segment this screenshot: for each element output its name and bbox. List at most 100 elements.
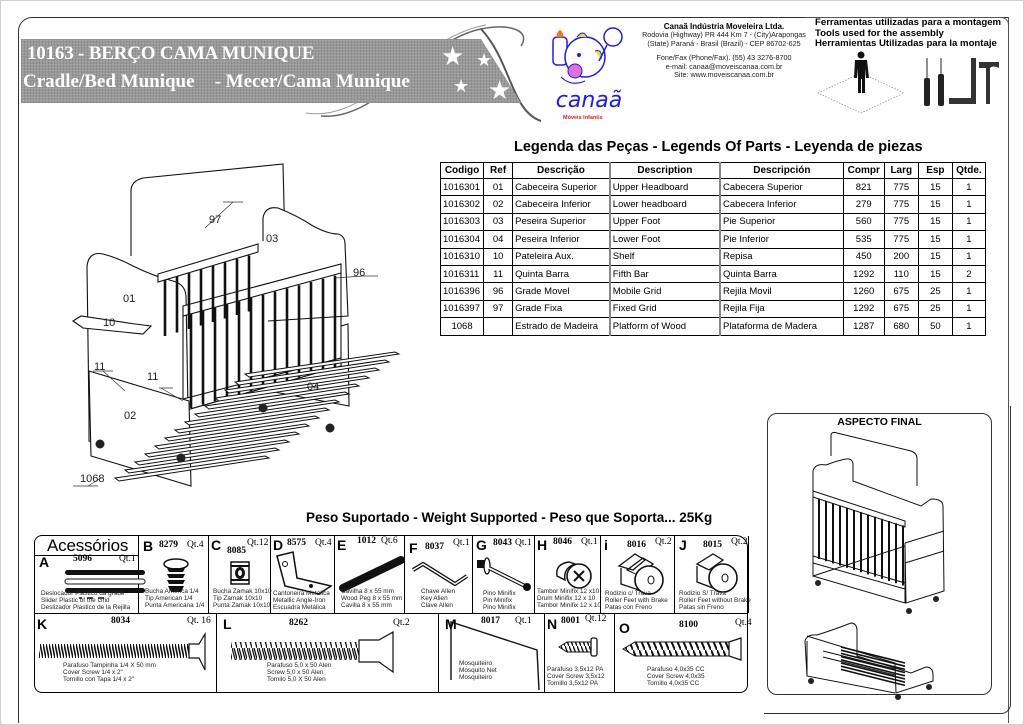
description-line: Wood Peg 8 x 55 mm: [341, 595, 403, 602]
description-line: Tip American 1/4: [145, 595, 193, 602]
table-cell: 775: [883, 230, 919, 249]
star-icon: ★: [441, 41, 465, 71]
canaa-logo: canaã Móveis Infantis: [552, 27, 623, 121]
table-cell: Mobile Grid: [608, 282, 721, 301]
table-cell: 96: [483, 282, 514, 301]
description-line: Slider Plastic of the Grid: [41, 597, 110, 604]
table-cell: 675: [883, 282, 919, 301]
part-label-02: 02: [124, 410, 137, 422]
wood-peg-icon: [337, 554, 407, 599]
table-cell: Peseira Inferior: [512, 230, 611, 249]
zamak-bushing-icon: [227, 556, 253, 595]
accessory-qty: Qt.1: [453, 538, 470, 548]
company-name: Canaã Indústria Moveleira Ltda.: [663, 22, 785, 31]
final-platform-slat: [840, 659, 906, 677]
column-header: Esp: [917, 162, 953, 179]
product-subtitle-en: Cradle/Bed Munique: [23, 71, 195, 92]
table-cell: Cabecera Superior: [718, 177, 844, 197]
table-cell: Shelf: [608, 247, 721, 266]
accessory-code: 8034: [111, 616, 130, 626]
platform-slat: [183, 399, 341, 426]
description-line: Cavilha 8 x 55 mm: [341, 588, 394, 595]
table-cell: 04: [483, 230, 514, 249]
column-header: Larg: [883, 162, 919, 179]
table-cell: 2: [951, 264, 987, 284]
table-cell: 15: [917, 195, 953, 214]
column-header: Ref: [483, 162, 514, 179]
platform-slat: [233, 359, 391, 386]
table-cell: Plataforma de Madera: [718, 317, 844, 336]
final-aspect-frame: [764, 406, 1011, 714]
tools-title-es: Herramientas Utilizadas para la montaje: [815, 38, 997, 49]
column-header: Codigo: [439, 162, 485, 179]
accessory-letter: K: [37, 616, 48, 632]
column-header: Compr: [842, 162, 885, 179]
weight-supported-note: Peso Suportado - Weight Supported - Peso…: [306, 510, 713, 525]
product-title: 10163 - BERÇO CAMA MUNIQUE: [27, 43, 315, 64]
company-email: e-mail: canaa@moveiscanaa.com.br: [665, 61, 783, 71]
table-cell: 02: [483, 195, 514, 214]
description-line: Parafuso 3,5x12 PA: [547, 666, 604, 673]
platform-slat: [153, 423, 311, 450]
square-ruler-icon: [949, 58, 976, 104]
accessory-qty: Qt.1: [515, 538, 532, 548]
star-icon: ★: [476, 50, 493, 70]
accessory-code: 5096: [73, 554, 92, 564]
platform-slat: [223, 367, 381, 394]
final-platform-slat: [840, 665, 906, 683]
table-cell: 775: [883, 212, 919, 232]
table-cell: 15: [917, 212, 953, 232]
page-frame: [18, 17, 1008, 723]
table-cell: 1: [951, 177, 987, 197]
platform-slat: [133, 439, 291, 466]
description-line: Metallic Angle-Iron: [273, 597, 326, 604]
part-label-01: 01: [123, 293, 136, 305]
angle-iron-icon: [271, 550, 337, 603]
part-label-10: 10: [103, 317, 116, 329]
table-cell: 1016303: [439, 212, 485, 232]
screwdriver-phillips-icon: [938, 58, 944, 106]
accessory-qty: Qt.6: [381, 536, 398, 546]
final-platform-slat: [840, 652, 906, 671]
company-address-2: (State) Paraná - Brasil (Brazil) - CEP 8…: [647, 38, 801, 48]
accessory-qty: Qt.2: [731, 537, 748, 547]
description-line: Pin Minifix: [483, 597, 513, 604]
table-cell: 25: [917, 299, 953, 319]
table-cell: 15: [917, 264, 953, 284]
accessory-letter: B: [143, 538, 154, 554]
final-platform-slat: [840, 649, 906, 667]
accessory-code: 8279: [159, 540, 178, 550]
table-cell: 775: [883, 177, 919, 197]
platform-slat: [243, 351, 401, 378]
final-platform-slat: [840, 668, 906, 687]
description-line: Tornilo 5,0 X 50 Alen: [267, 676, 326, 683]
accessories-title: Acessórios: [47, 536, 129, 555]
table-cell: 821: [842, 177, 885, 197]
platform-slat: [173, 407, 331, 434]
column-header: Descrição: [512, 162, 611, 179]
bushing-icon: [161, 558, 191, 601]
table-cell: Cabecera Inferior: [718, 195, 844, 214]
table-cell: 1: [951, 282, 987, 301]
part-label-97: 97: [209, 214, 222, 226]
table-cell: Platform of Wood: [608, 317, 721, 336]
table-cell: 1: [951, 195, 987, 214]
accessory-qty: Qt.1: [581, 537, 598, 547]
table-cell: 03: [483, 212, 514, 232]
wood-screw-icon: [621, 636, 751, 667]
table-cell: Lower Foot: [608, 230, 721, 249]
